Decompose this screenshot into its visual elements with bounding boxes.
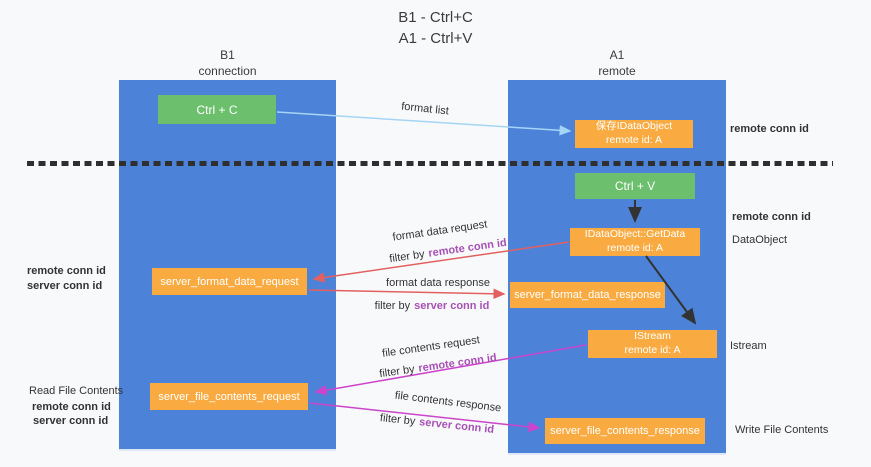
diagram-title: B1 - Ctrl+C A1 - Ctrl+V [0, 7, 871, 49]
label-format-data-response: format data response [386, 277, 490, 289]
title-line-1: B1 - Ctrl+C [398, 9, 473, 26]
label-format-list: format list [400, 100, 450, 118]
label-istream: Istream [730, 340, 767, 352]
label-remote-conn-id-top-right: remote conn id [730, 123, 809, 135]
node-server-file-contents-request[interactable]: server_file_contents_request [150, 383, 308, 410]
server-file-contents-response-label: server_file_contents_response [550, 425, 700, 437]
lane-b1-role: connection [198, 63, 257, 78]
arrow-format-data-response [308, 288, 506, 300]
node-idataobject-getdata[interactable]: IDataObject::GetData remote id: A [570, 228, 700, 256]
lane-header-a1: A1 remote [508, 48, 726, 79]
label-server-conn-id-bottom-left: server conn id [33, 415, 109, 427]
node-istream[interactable]: IStream remote id: A [588, 330, 717, 358]
filter-by-text: filter by [379, 412, 416, 428]
label-dataobject: DataObject [732, 234, 788, 246]
server-format-data-request-label: server_format_data_request [160, 275, 299, 288]
label-server-conn-id-left: server conn id [27, 280, 103, 292]
lane-a1-name: A1 [609, 48, 625, 62]
label-format-data-request: format data request [391, 218, 489, 244]
getdata-line2: remote id: A [606, 242, 664, 254]
label-write-file-contents: Write File Contents [735, 424, 829, 436]
node-server-format-data-response[interactable]: server_format_data_response [510, 282, 665, 308]
label-remote-conn-id-mid-right: remote conn id [732, 211, 811, 223]
filter-by-text: filter by [388, 248, 426, 266]
label-filter-server-1: filter by server conn id [375, 300, 490, 312]
phase-separator-dashed-line [27, 161, 833, 166]
label-remote-conn-id-bottom-left: remote conn id [32, 401, 111, 413]
lane-header-b1: B1 connection [119, 48, 336, 79]
node-ctrl-c[interactable]: Ctrl + C [158, 95, 276, 124]
filter-by-text: filter by [378, 363, 416, 381]
node-ctrl-v[interactable]: Ctrl + V [575, 173, 695, 199]
save-idataobject-line1: 保存IDataObject [595, 120, 673, 133]
node-save-idataobject[interactable]: 保存IDataObject remote id: A [575, 120, 693, 148]
server-conn-id-text: server conn id [418, 416, 495, 436]
server-conn-id-text: server conn id [414, 300, 490, 312]
getdata-line1: IDataObject::GetData [584, 228, 686, 241]
title-line-2: A1 - Ctrl+V [398, 30, 473, 47]
label-remote-conn-id-left: remote conn id [27, 265, 106, 277]
ctrl-c-label: Ctrl + C [196, 102, 238, 117]
ctrl-v-label: Ctrl + V [614, 179, 656, 193]
label-file-contents-response: file contents response [394, 389, 502, 415]
filter-by-text: filter by [374, 300, 411, 312]
remote-conn-id-text: remote conn id [427, 236, 508, 260]
lane-b1-name: B1 [220, 48, 235, 62]
save-idataobject-line2: remote id: A [605, 134, 663, 146]
label-filter-server-2: filter by server conn id [379, 412, 494, 436]
istream-line2: remote id: A [624, 344, 681, 356]
node-server-file-contents-response[interactable]: server_file_contents_response [545, 418, 705, 444]
lane-a1-role: remote [598, 63, 636, 78]
label-read-file-contents: Read File Contents [29, 385, 124, 397]
remote-conn-id-text: remote conn id [417, 351, 498, 375]
node-server-format-data-request[interactable]: server_format_data_request [152, 268, 307, 295]
server-file-contents-request-label: server_file_contents_request [158, 390, 300, 403]
istream-line1: IStream [634, 330, 671, 343]
server-format-data-response-label: server_format_data_response [514, 289, 661, 301]
